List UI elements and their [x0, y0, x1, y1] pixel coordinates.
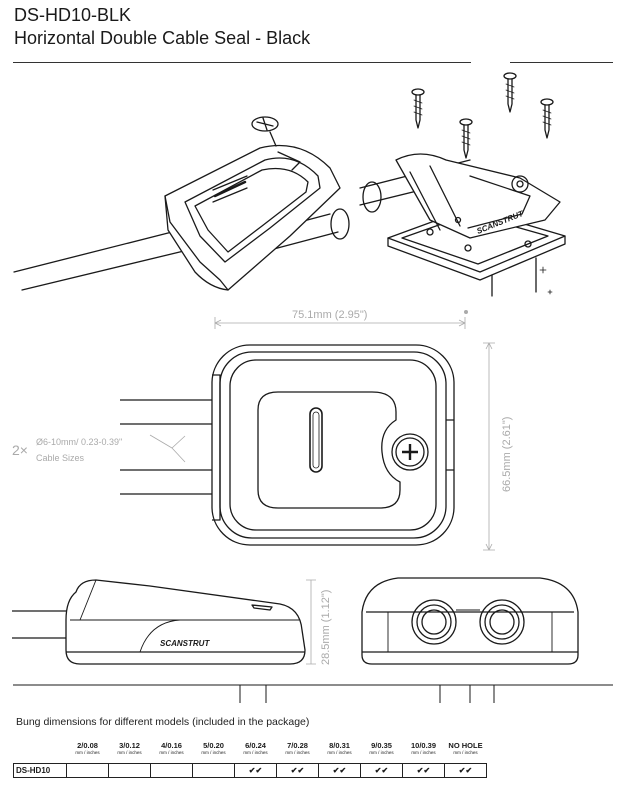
header-divider-right	[510, 62, 613, 63]
bung-cell: ✔✔	[276, 763, 319, 778]
model-code: DS-HD10-BLK	[14, 5, 132, 25]
screw-head-icon	[391, 433, 429, 471]
product-name: Horizontal Double Cable Seal - Black	[14, 28, 311, 48]
bung-cell: ✔✔	[444, 763, 487, 778]
table-row: DS-HD10 ✔✔ ✔✔ ✔✔ ✔✔ ✔✔ ✔✔	[13, 763, 487, 778]
cable-multiplier: 2×	[12, 442, 28, 458]
cable-grommet-rear	[362, 181, 382, 213]
bung-cell: ✔✔	[360, 763, 403, 778]
side-logo: SCANSTRUT	[160, 639, 210, 648]
height-dimension-label: 28.5mm (1.12")	[320, 590, 332, 665]
bung-cell	[66, 763, 109, 778]
bung-cell: ✔✔	[402, 763, 445, 778]
cable-range-label: Ø6-10mm/ 0.23-0.39"	[36, 437, 122, 447]
screw-icon	[459, 118, 473, 159]
bung-cell	[108, 763, 151, 778]
separator-line	[13, 684, 613, 703]
cable-sizes-label: Cable Sizes	[36, 453, 85, 463]
bung-table-caption: Bung dimensions for different models (in…	[16, 716, 310, 728]
depth-dimension-label: 66.5mm (2.61")	[501, 417, 513, 492]
width-dimension-label: 75.1mm (2.95")	[292, 309, 367, 321]
screw-icon	[540, 98, 554, 139]
front-view-drawing	[361, 577, 579, 665]
bung-cell	[150, 763, 193, 778]
isometric-illustration: SCANSTRUT	[13, 72, 566, 297]
top-view-drawing: 75.1mm (2.95") 66.5mm (2.61") 2× Ø6-10mm…	[12, 309, 513, 551]
screw-icon	[503, 72, 517, 113]
model-cell: DS-HD10	[13, 763, 67, 778]
header-divider-left	[13, 62, 471, 63]
cable-grommet-front	[330, 208, 350, 240]
bung-cell	[192, 763, 235, 778]
bung-cell: ✔✔	[234, 763, 277, 778]
header-model-column	[14, 735, 67, 764]
screw-icon	[411, 88, 425, 129]
side-view-drawing: SCANSTRUT 28.5mm (1.12")	[12, 579, 332, 665]
bung-cell: ✔✔	[318, 763, 361, 778]
